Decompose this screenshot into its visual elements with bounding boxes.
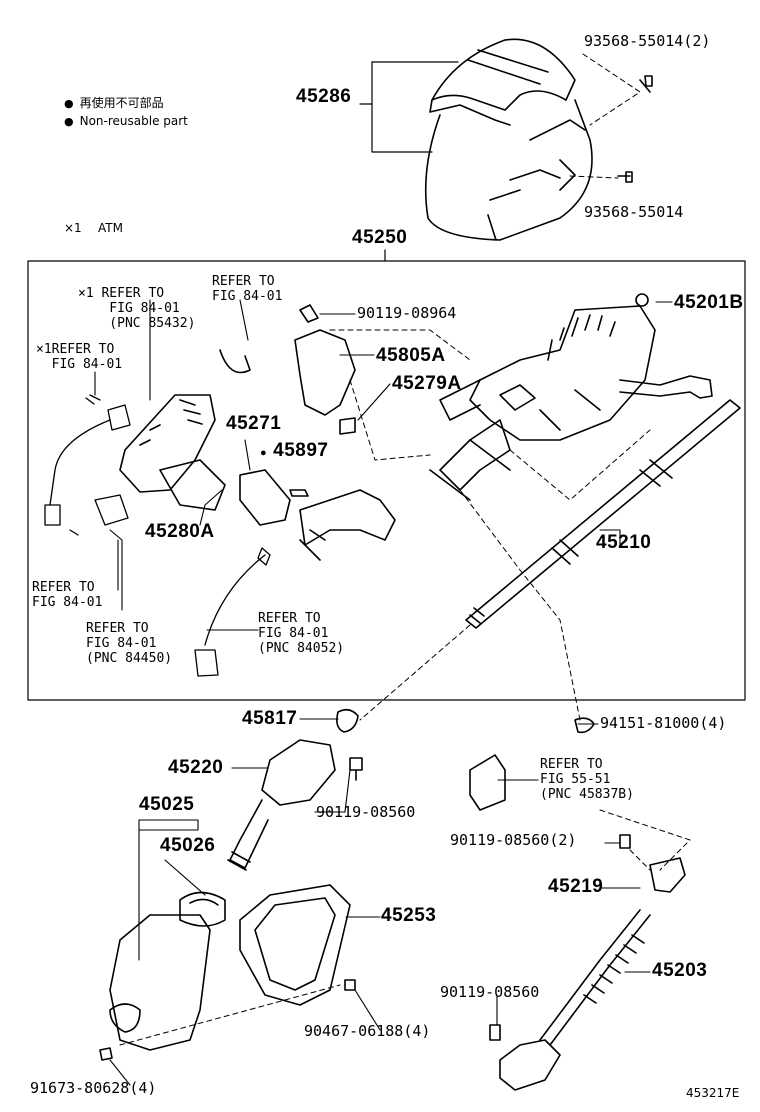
legend-ja: 再使用不可部品: [64, 97, 164, 109]
refer-fig-55-51-pnc-45837b: REFER TO FIG 55-51 (PNC 45837B): [540, 757, 634, 802]
column-assembly-drawing: [429, 293, 713, 501]
refer-fig-84-01-pnc-84450: REFER TO FIG 84-01 (PNC 84450): [86, 621, 173, 666]
part-45250: 45250: [352, 227, 408, 248]
screw-drawing: [617, 75, 653, 183]
switch-components-drawing: [119, 304, 396, 561]
part-45286: 45286: [296, 86, 352, 107]
part-45897: 45897: [260, 441, 329, 460]
refer-fig-84-01-atm: ×1REFER TO FIG 84-01: [36, 342, 123, 372]
diagram-id: 453217E: [686, 1086, 740, 1100]
part-45253: 45253: [381, 905, 437, 926]
part-45026: 45026: [160, 835, 216, 856]
part-90467-06188-4: 90467-06188(4): [304, 1022, 431, 1040]
column-cover-drawing: [424, 38, 593, 241]
part-45025: 45025: [139, 794, 195, 815]
lower-components-drawing: [99, 708, 686, 1091]
part-45203: 45203: [652, 960, 708, 981]
note-mark: ×1: [64, 221, 82, 235]
part-90119-08560-2: 90119-08560(2): [450, 831, 577, 849]
part-45210: 45210: [596, 532, 652, 553]
part-45219: 45219: [548, 876, 604, 897]
note-text: ATM: [98, 221, 123, 235]
part-94151-81000-4: 94151-81000(4): [600, 714, 727, 732]
part-90119-08964: 90119-08964: [357, 304, 457, 322]
part-45805a: 45805A: [376, 345, 446, 366]
part-93568-55014: 93568-55014: [584, 203, 684, 221]
part-45220: 45220: [168, 757, 224, 778]
wiring-drawing: [44, 394, 271, 677]
part-45817: 45817: [242, 708, 298, 729]
legend-en: Non-reusable part: [64, 115, 188, 127]
part-45201b: 45201B: [674, 292, 744, 313]
assembly-box: [27, 249, 746, 701]
part-90119-08560-b: 90119-08560: [440, 983, 540, 1001]
part-45279a: 45279A: [392, 373, 462, 394]
part-45280a: 45280A: [145, 521, 215, 542]
refer-fig-84-01-left: REFER TO FIG 84-01: [32, 580, 103, 610]
refer-fig-84-01-pnc-84052: REFER TO FIG 84-01 (PNC 84052): [258, 611, 345, 656]
refer-fig-84-01-pnc-85432: ×1 REFER TO FIG 84-01 (PNC 85432): [78, 286, 196, 331]
part-90119-08560-a: 90119-08560: [316, 803, 416, 821]
refer-fig-84-01-clip: REFER TO FIG 84-01: [212, 274, 283, 304]
part-91673-80628-4: 91673-80628(4): [30, 1079, 157, 1097]
part-93568-55014-2: 93568-55014(2): [584, 32, 711, 50]
shaft-drawing: [465, 399, 741, 629]
part-45271: 45271: [226, 413, 282, 434]
